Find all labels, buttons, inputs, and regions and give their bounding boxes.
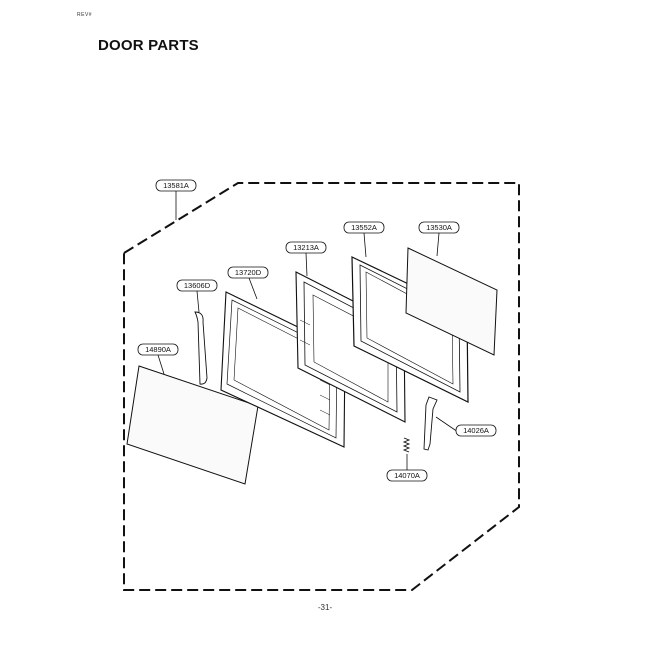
callout-label: 13720D	[235, 268, 262, 277]
callout-label: 13552A	[351, 223, 377, 232]
callout-13552A: 13552A	[343, 221, 385, 234]
callout-label: 14070A	[394, 471, 420, 480]
callout-13606D: 13606D	[176, 279, 218, 292]
callout-label: 13606D	[184, 281, 211, 290]
part-trim	[194, 311, 208, 385]
callout-13530A: 13530A	[418, 221, 460, 234]
callout-label: 13213A	[293, 243, 319, 252]
callout-label: 13581A	[163, 181, 189, 190]
callout-label: 14890A	[145, 345, 171, 354]
part-glass-panel	[126, 365, 259, 485]
part-latch-lever	[423, 396, 438, 451]
callout-label: 14026A	[463, 426, 489, 435]
callout-13720D: 13720D	[227, 266, 269, 279]
callout-14026A: 14026A	[455, 424, 497, 437]
callout-13581A: 13581A	[155, 179, 197, 192]
leader-lines	[157, 191, 459, 470]
revision-label: REV#	[77, 12, 93, 18]
callout-label: 13530A	[426, 223, 452, 232]
page-number: -31-	[317, 603, 333, 612]
part-spring	[402, 437, 411, 453]
page-title: DOOR PARTS	[98, 37, 199, 54]
callout-14890A: 14890A	[137, 343, 179, 356]
callout-13213A: 13213A	[285, 241, 327, 254]
callout-14070A: 14070A	[386, 469, 428, 482]
assembly-boundary	[123, 182, 520, 591]
part-screen	[405, 247, 498, 356]
